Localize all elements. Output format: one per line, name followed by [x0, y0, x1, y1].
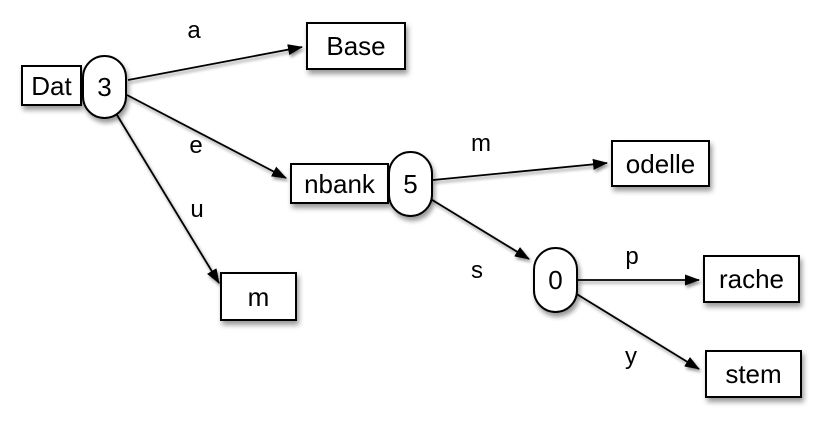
node-nbank-box: nbank [290, 163, 389, 204]
edge-label-s: s [471, 257, 483, 284]
edge-label-m: m [471, 130, 491, 157]
edge-y-line [574, 292, 700, 370]
node-stem-box: stem [705, 350, 802, 398]
node-nbank-label: nbank [304, 168, 375, 199]
node-m-label: m [247, 281, 270, 312]
node-0-oval: 0 [533, 247, 578, 313]
edge-e-line [126, 94, 287, 179]
node-5-label: 5 [403, 169, 418, 199]
edge-u-line [116, 114, 220, 284]
node-dat-label: Dat [31, 70, 72, 101]
node-base-label: Base [326, 31, 386, 61]
node-base-box: Base [306, 22, 406, 70]
node-dat-box: Dat [21, 65, 82, 106]
edge-label-e: e [189, 132, 203, 159]
node-stem-label: stem [725, 359, 782, 389]
node-rache-box: rache [703, 255, 800, 303]
node-3-label: 3 [97, 72, 112, 102]
edge-label-p: p [625, 243, 639, 270]
node-3-oval: 3 [82, 55, 127, 119]
edge-s-line [428, 197, 530, 260]
node-m-box: m [220, 272, 297, 321]
edge-label-a: a [187, 17, 201, 44]
node-0-label: 0 [548, 265, 563, 295]
node-odelle-label: odelle [625, 148, 696, 179]
edge-a-line [127, 44, 303, 81]
node-rache-label: rache [718, 264, 785, 294]
node-odelle-box: odelle [611, 140, 710, 187]
node-5-oval: 5 [388, 151, 433, 217]
edge-label-u: u [190, 196, 204, 223]
edge-label-y: y [625, 343, 637, 370]
edge-m-line [432, 158, 608, 181]
